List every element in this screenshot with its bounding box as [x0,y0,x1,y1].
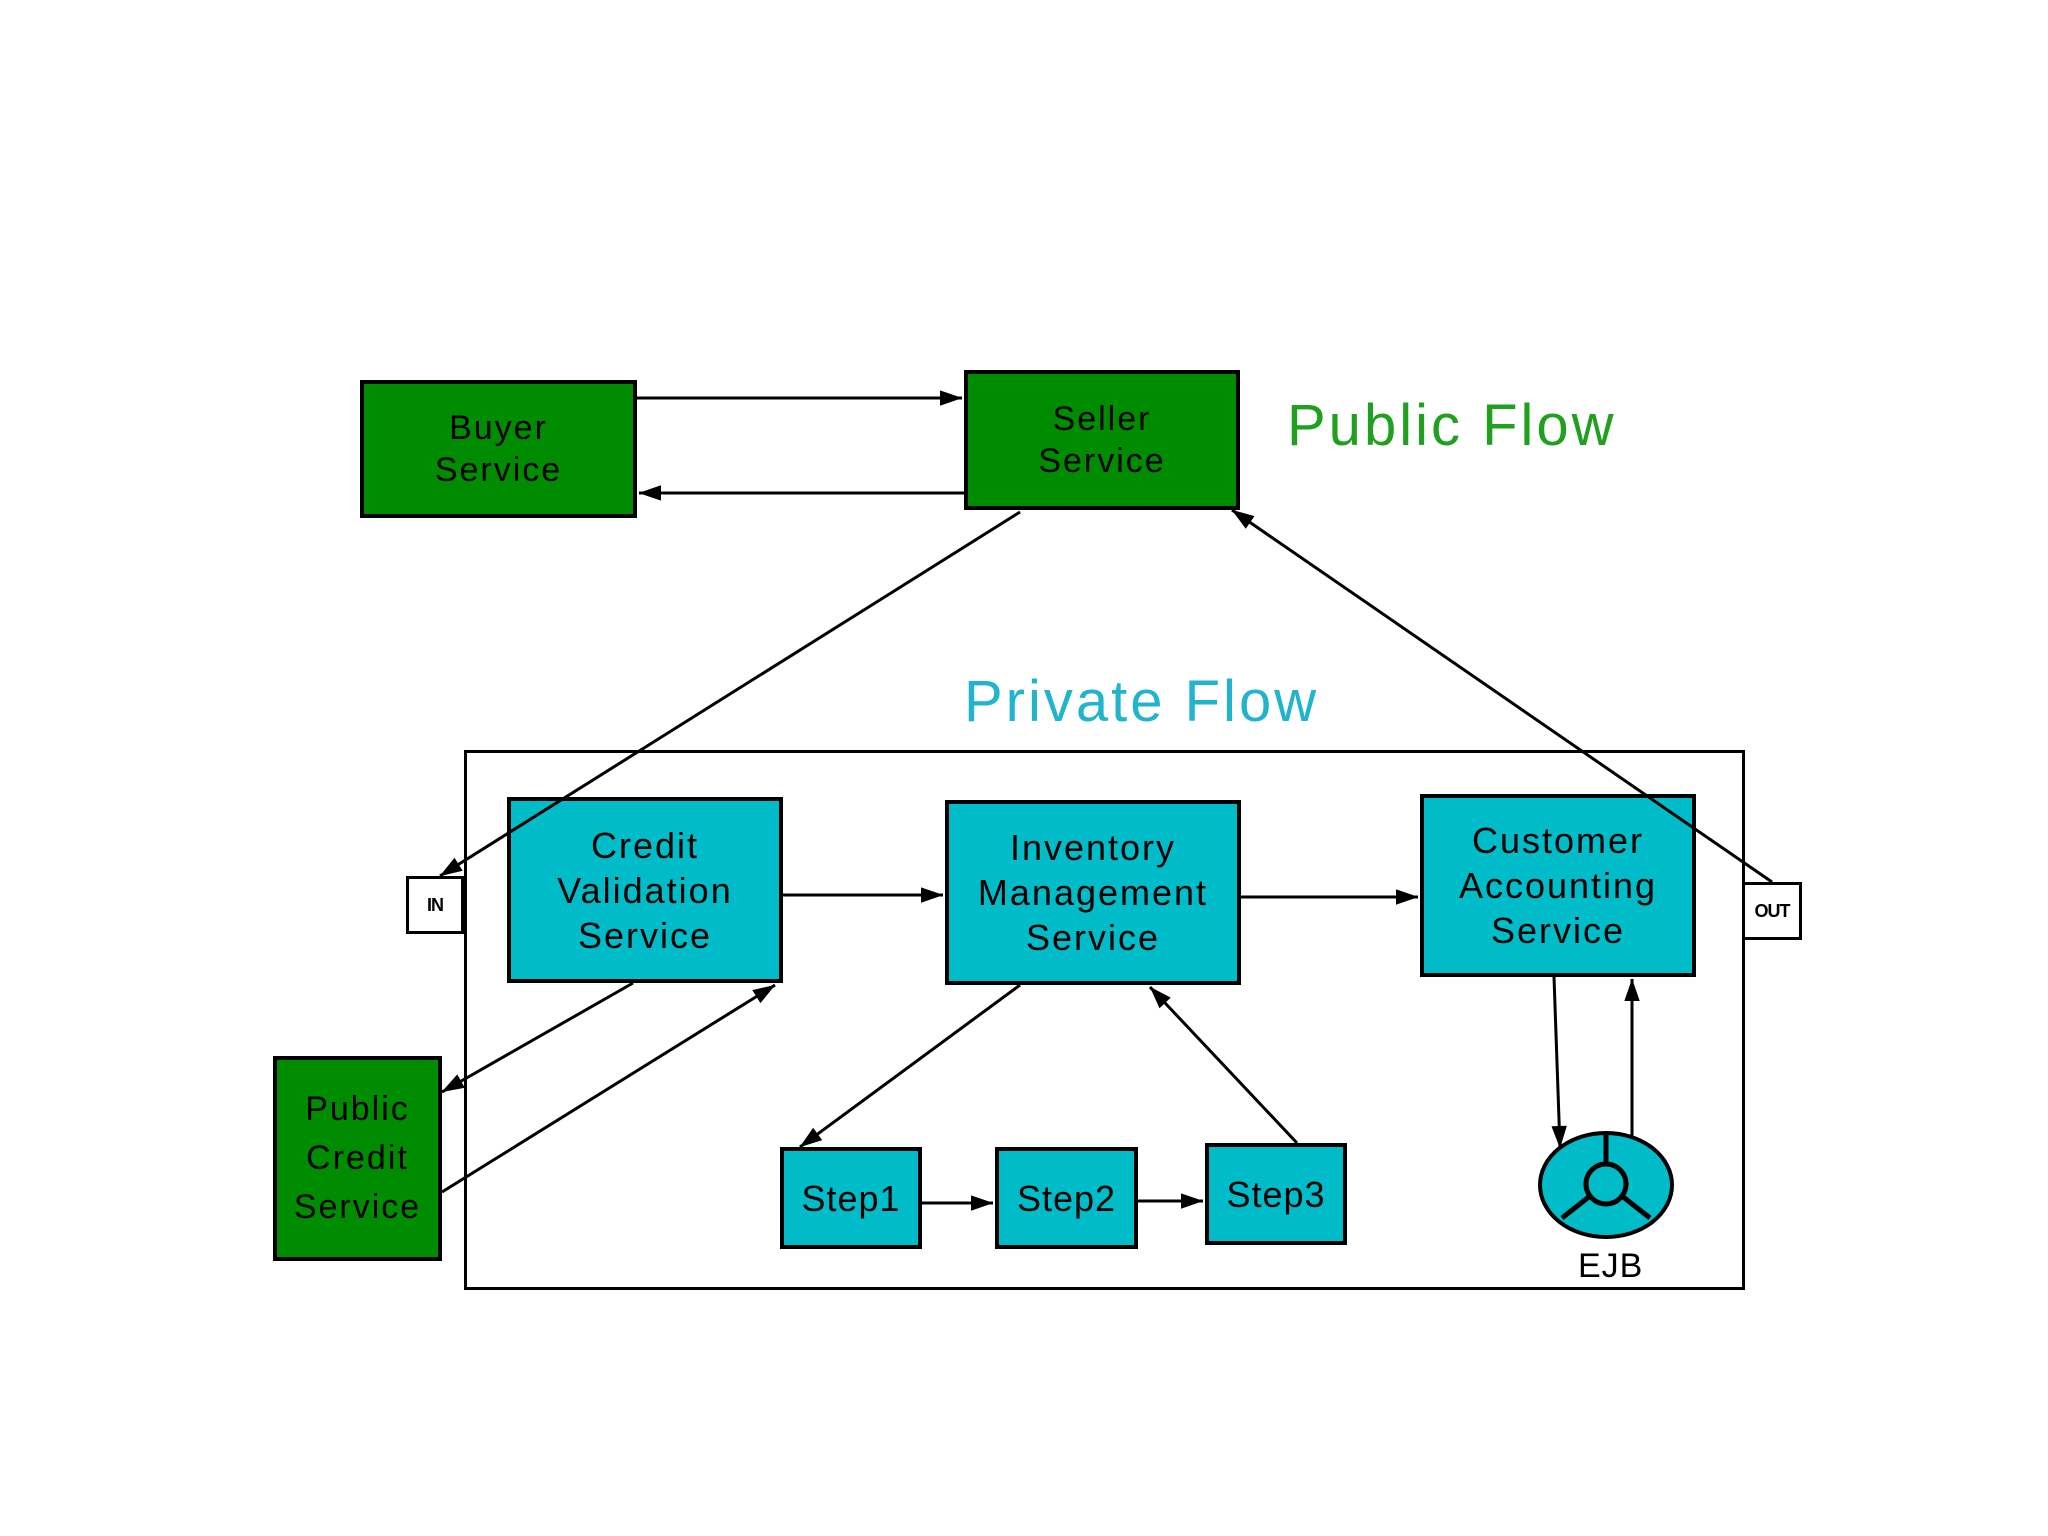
inventory-management-service-box[interactable]: Inventory Management Service [945,800,1241,985]
seller-service-box[interactable]: Seller Service [964,370,1240,510]
public-flow-heading: Public Flow [1287,393,1617,458]
node-label: Service [1025,917,1161,958]
node-label: Step1 [801,1177,901,1219]
node-label: Public [305,1089,410,1128]
node-label: Service [293,1188,422,1227]
node-label: Inventory [1009,827,1177,868]
in-port[interactable]: IN [406,876,464,934]
step1-box[interactable]: Step1 [780,1147,922,1249]
node-label: Service [1038,442,1166,480]
out-port[interactable]: OUT [1742,882,1802,940]
step3-box[interactable]: Step3 [1205,1143,1347,1245]
step2-box[interactable]: Step2 [995,1147,1138,1249]
node-label: Step2 [1016,1177,1117,1219]
node-label: Management [977,872,1209,913]
node-label: Service [1490,910,1626,951]
node-label: Validation [557,869,733,911]
node-label: Credit [306,1138,409,1177]
private-flow-heading: Private Flow [964,669,1320,734]
node-label: Accounting [1458,865,1658,906]
customer-accounting-service-box[interactable]: Customer Accounting Service [1420,794,1696,977]
node-label: Service [577,914,713,956]
public-credit-service-box[interactable]: Public Credit Service [273,1056,442,1261]
node-label: Service [434,451,563,489]
ejb-label: EJB [1578,1247,1644,1285]
node-label: Step3 [1226,1173,1326,1215]
node-label: Seller [1052,399,1152,438]
node-label: Credit [590,824,700,866]
buyer-service-box[interactable]: Buyer Service [360,380,637,518]
node-label: Buyer [449,408,548,447]
credit-validation-service-box[interactable]: Credit Validation Service [507,797,783,983]
node-label: Customer [1471,820,1645,861]
